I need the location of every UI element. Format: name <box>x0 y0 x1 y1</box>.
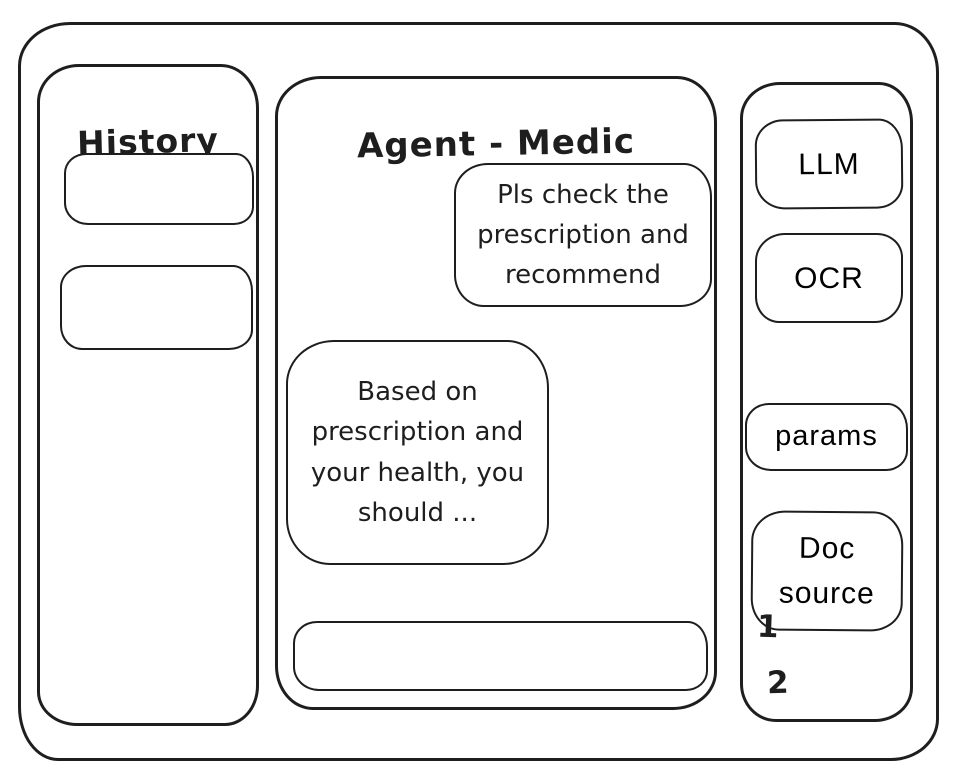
ocr-button[interactable]: OCR <box>755 233 903 323</box>
page-title: Agent - Medic <box>356 121 636 167</box>
user-message-bubble: Pls check the prescription and recommend <box>454 163 712 307</box>
history-item[interactable] <box>64 153 254 225</box>
history-item[interactable] <box>60 265 253 350</box>
agent-message-text: Based on prescription and your health, y… <box>310 376 525 528</box>
agent-message-bubble: Based on prescription and your health, y… <box>286 340 549 565</box>
tools-panel: LLM OCR params Doc source 1 2 <box>740 82 913 722</box>
user-message-text: Pls check the prescription and recommend <box>477 179 689 291</box>
message-input[interactable] <box>293 621 708 691</box>
chat-panel: Agent - Medic Pls check the prescription… <box>275 76 717 710</box>
doc-source-item-1[interactable]: 1 <box>756 608 780 646</box>
params-button[interactable]: params <box>745 403 908 471</box>
llm-button[interactable]: LLM <box>754 118 904 210</box>
doc-source-item-2[interactable]: 2 <box>766 664 790 702</box>
history-panel: History <box>37 64 259 726</box>
